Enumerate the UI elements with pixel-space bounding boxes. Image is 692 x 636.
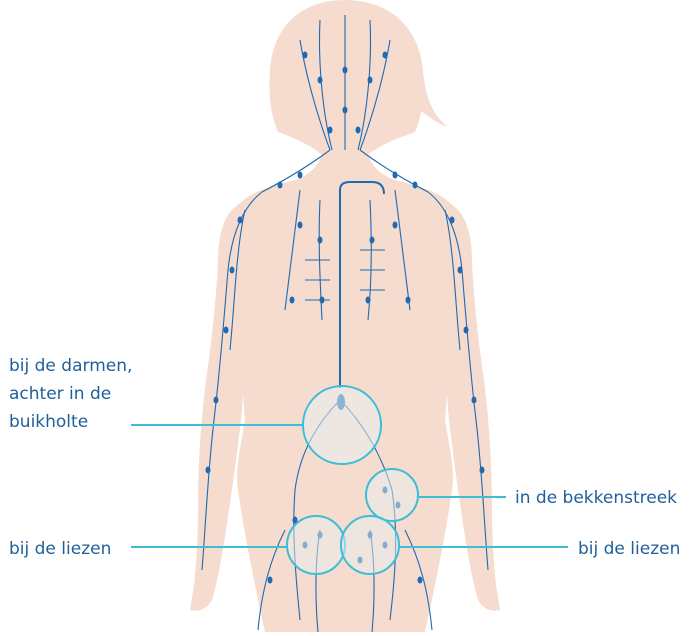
- label-groin-right: bij de liezen: [578, 535, 680, 563]
- label-intestines-line-3: buikholte: [9, 408, 132, 436]
- callout-circle-groin-left: [287, 516, 345, 574]
- arm-right: [446, 205, 500, 611]
- label-intestines-line-2: achter in de: [9, 380, 132, 408]
- callout-circle-intestines: [303, 386, 381, 464]
- label-groin-left: bij de liezen: [9, 535, 111, 563]
- label-intestines: bij de darmen, achter in de buikholte: [9, 352, 132, 436]
- label-pelvis: in de bekkenstreek: [515, 484, 677, 512]
- callout-circle-pelvis: [366, 469, 418, 521]
- callout-circle-groin-right: [341, 516, 399, 574]
- arm-left: [190, 205, 244, 611]
- label-intestines-line-1: bij de darmen,: [9, 352, 132, 380]
- head-hair: [269, 0, 423, 156]
